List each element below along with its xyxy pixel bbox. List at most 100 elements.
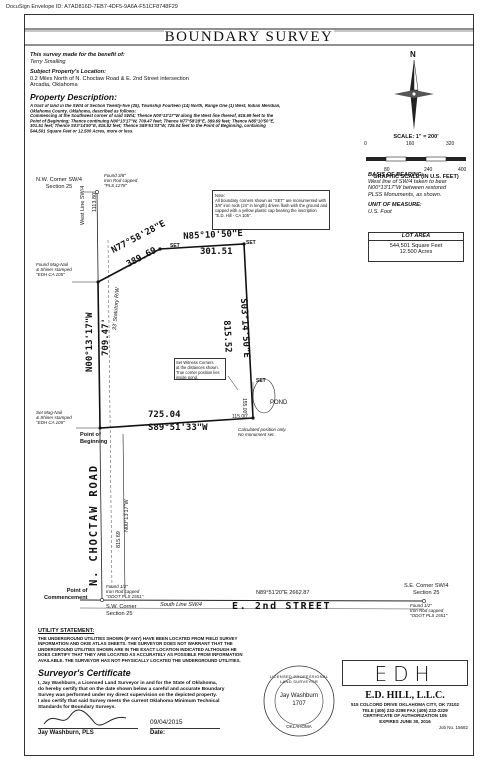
road-name: N. CHOCTAW ROAD: [88, 464, 100, 586]
corner-marker: [242, 242, 246, 246]
lot-area-acres: 12.500 Acres: [399, 249, 433, 256]
certificate-line: Standards for Boundary Surveys.: [38, 705, 116, 711]
company-info: E.D. HILL, L.L.C. 515 COLCORD DRIVE OKLA…: [342, 690, 468, 730]
utility-line: INFORMATION AND OKIE ATLAS SHEETS. THE S…: [38, 641, 233, 647]
certificate-line: I also certify that said Survey meets th…: [38, 699, 220, 705]
description-line: Commencing at the Southwest corner of sa…: [30, 114, 274, 119]
job-number: Job No. 15682: [438, 725, 468, 731]
description-line: A tract of land in the SW/4 of Section T…: [30, 104, 281, 109]
distance-north: 301.51: [200, 247, 233, 257]
scale-tick: 80: [384, 166, 390, 173]
street-name: E. 2nd STREET: [232, 601, 332, 612]
west-line-label: West Line SW/4: [80, 185, 86, 225]
company-line: TELE (405) 232-2298 FAX (405) 232-2229: [362, 707, 448, 713]
corner-marker: [95, 190, 99, 194]
utility-heading: UTILITY STATEMENT:: [38, 628, 95, 634]
scale-title: SCALE: 1" = 200': [393, 134, 439, 140]
witness-dim-line: [226, 417, 254, 421]
title-band-border: [24, 28, 474, 46]
distance-south: 725.04: [148, 410, 181, 420]
basis-line: PLSS Monuments, as shown.: [368, 191, 442, 198]
witness-note: Set Witness Corners at the distances sho…: [176, 360, 224, 380]
basis-line: West line of SW/4 taken to bear: [368, 178, 447, 185]
seal-number: 1707: [292, 701, 306, 707]
pob-line: Beginning: [80, 438, 108, 445]
road-bearing: N00°13'17"W: [124, 499, 130, 532]
utility-line: AVAILABLE. THE SURVEYOR HAS NOT PHYSICAL…: [38, 657, 241, 663]
scale-bar: [366, 156, 466, 161]
scale-tick: 400: [458, 166, 467, 173]
unit-heading: UNIT OF MEASURE:: [368, 202, 422, 209]
basis-block: BASIS OF BEARING: West line of SW/4 take…: [368, 172, 468, 216]
sw-corner-label: S.W. Corner Section 25: [106, 604, 136, 617]
set-label: SET: [170, 243, 180, 249]
scale-caption: GRAPHIC SCALE (IN U.S. FEET): [373, 173, 459, 180]
description-heading: Property Description:: [30, 91, 117, 102]
scale-tick: 160: [406, 140, 415, 147]
poc-line: Point of: [66, 588, 88, 594]
south-line-label: South Line SW/4: [160, 602, 202, 608]
certificate-line: do hereby certify that on the date shown…: [38, 687, 225, 693]
envelope-id: DocuSign Envelope ID: A7AD816D-7EB7-4DF5…: [6, 4, 178, 10]
pob-line: Point of: [80, 432, 101, 438]
south-line-bearing: N89°51'20"E 2662.87: [256, 590, 310, 596]
found-se-label: Found 1/2" Iron Rod capped "ODOT PLS 155…: [410, 603, 447, 618]
se-corner-line: S.E. Corner SW/4: [404, 583, 449, 589]
corner-marker: [100, 598, 104, 602]
set-mag-line: & Shiner stamped: [36, 415, 72, 420]
found-mag-line: & Shiner stamped: [36, 267, 72, 272]
company-name: E.D. HILL, L.L.C.: [365, 690, 445, 701]
found-poc-label: Found 1/2" Iron Rod capped "ODOT PLS 155…: [106, 584, 143, 599]
set-label: SET: [256, 378, 266, 384]
scale-tick: 320: [446, 140, 455, 147]
company-line: CERTIFICATE OF AUTHORIZATION 105: [363, 713, 447, 719]
found-se-line: "ODOT PLS 1551": [410, 613, 448, 618]
property-boundary: [97, 243, 254, 429]
road-distance: 815.69: [116, 531, 122, 548]
witness-dist2: 155.00': [241, 398, 247, 415]
lot-area-sqft: 544,501 Square Feet: [389, 242, 443, 249]
north-arrow: N: [394, 50, 434, 130]
calculated-label: Calculated position only. No monument se…: [238, 427, 286, 437]
page-title: BOUNDARY SURVEY: [164, 29, 334, 45]
graphic-scale: SCALE: 1" = 200' 0 160 320 80 240 400 GR…: [362, 134, 470, 180]
document-frame: [24, 14, 474, 756]
company-line: 515 COLCORD DRIVE OKLAHOMA CITY, OK 7310…: [350, 702, 460, 707]
seal-name: Jay Washburn: [279, 693, 319, 699]
location-heading: Subject Property's Location:: [30, 69, 106, 76]
distance-east: 815.52: [221, 320, 233, 353]
corner-marker: [158, 247, 162, 251]
basis-heading: BASIS OF BEARING:: [368, 172, 424, 178]
utility-line: THE UNDERGROUND UTILITIES SHOWN (IF ANY)…: [38, 636, 238, 641]
set-label: SET: [246, 240, 256, 246]
utility-statement: UTILITY STATEMENT: THE UNDERGROUND UTILI…: [38, 628, 298, 663]
utility-text: THE UNDERGROUND UTILITIES SHOWN (IF ANY)…: [38, 636, 298, 663]
poc-line: Commencement: [44, 594, 88, 601]
benefit-name: Terry Smalling: [30, 58, 66, 65]
se-corner-line: Section 25: [413, 589, 440, 596]
basis-line: N00°13'17"W between restored: [368, 185, 447, 192]
bearing-west: N00°13'17"W: [85, 312, 95, 372]
utility-line: DOES CERTIFY THAT THEY ARE LOCATED AS AC…: [38, 652, 243, 658]
scale-ticks-bottom: 80 240 400: [362, 167, 470, 174]
witness-dist1: 115.00': [232, 414, 248, 420]
lot-area-box: LOT AREA 544,501 Square Feet 12.500 Acre…: [368, 232, 464, 262]
road-dimension-line: [122, 433, 126, 596]
seal-outer-text: LICENSED PROFESSIONAL LAND SURVEYOR: [269, 674, 329, 684]
statutory-rw-line: [107, 239, 113, 591]
poc-label: Point of Commencement: [44, 588, 88, 601]
company-logo-box: EDH: [342, 660, 468, 686]
company-logo: EDH: [374, 662, 436, 686]
location-line2: Arcadia, Oklahoma: [30, 82, 78, 89]
set-mag-label: Set Mag-Nail & Shiner stamped "EDH CA 10…: [36, 410, 72, 425]
scale-ticks-top: 0 160 320: [362, 141, 470, 149]
witness-note-box: Set Witness Corners at the distances sho…: [174, 358, 226, 380]
unit-value: U.S. Foot: [368, 208, 392, 215]
witness-line: inside pond.: [176, 375, 199, 380]
found-mag-line: "EDH CA 105": [36, 272, 65, 277]
found-mag-line: Found Mag-Nail: [36, 262, 69, 267]
signature-scribble: [43, 709, 127, 726]
sw-corner-line: S.W. Corner: [106, 604, 137, 610]
certificate-line: Survey was performed under my direct sup…: [38, 693, 218, 699]
note-line: 3/8" iron rods (24" in length) driven fl…: [215, 203, 328, 209]
